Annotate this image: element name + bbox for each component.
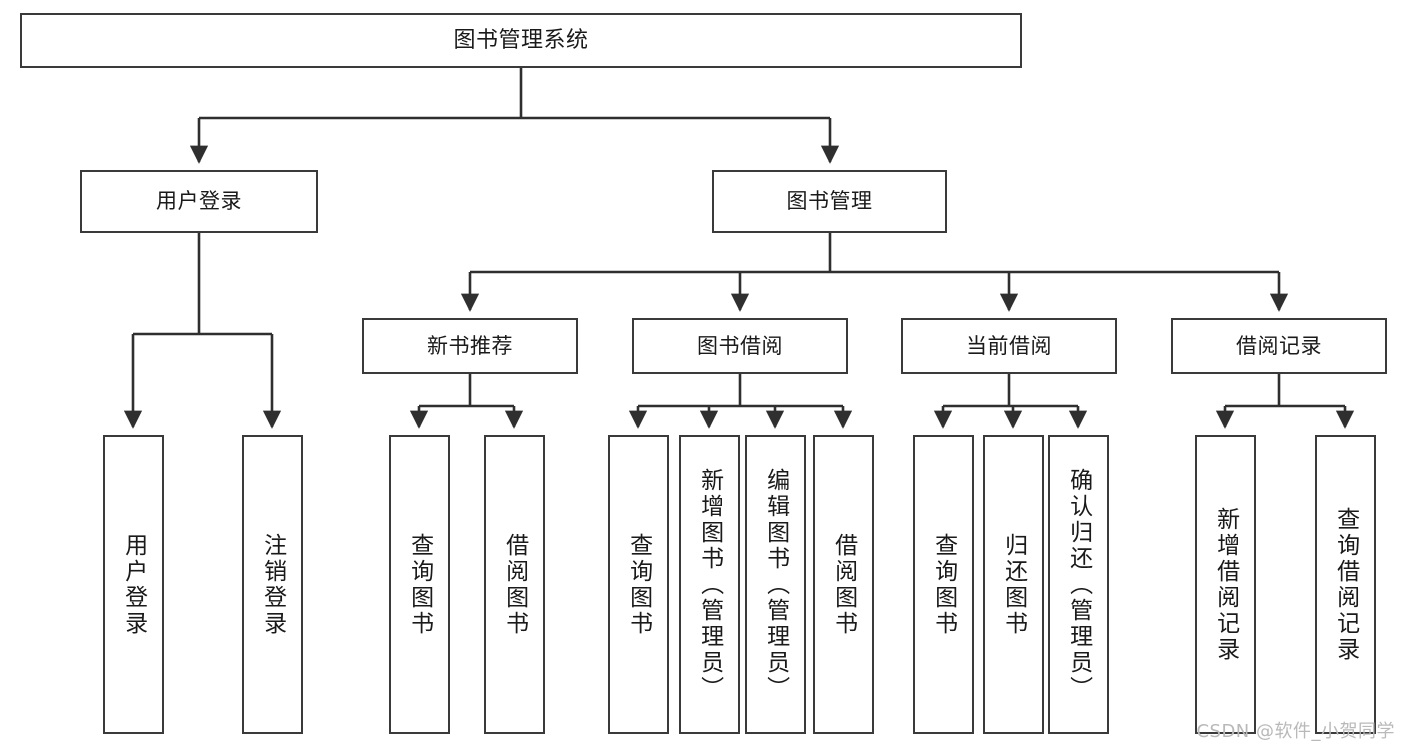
node-label: 用户登录 (120, 532, 147, 637)
leaf-new-book-query[interactable]: 查询图书 (389, 435, 450, 734)
leaf-new-book-borrow[interactable]: 借阅图书 (484, 435, 545, 734)
leaf-current-return-book[interactable]: 归还图书 (983, 435, 1044, 734)
node-label: 编辑图书（管理员） (762, 467, 789, 702)
node-current-borrow[interactable]: 当前借阅 (901, 318, 1117, 374)
node-borrow-record[interactable]: 借阅记录 (1171, 318, 1387, 374)
node-label: 确认归还（管理员） (1065, 467, 1092, 702)
node-label: 借阅记录 (1236, 333, 1322, 358)
node-root-system[interactable]: 图书管理系统 (20, 13, 1022, 68)
node-label: 新增借阅记录 (1212, 506, 1239, 663)
node-label: 新书推荐 (427, 333, 513, 358)
node-book-borrow[interactable]: 图书借阅 (632, 318, 848, 374)
leaf-borrow-borrow-book[interactable]: 借阅图书 (813, 435, 874, 734)
node-book-management[interactable]: 图书管理 (712, 170, 947, 233)
node-label: 注销登录 (259, 532, 286, 637)
node-label: 借阅图书 (830, 532, 857, 637)
leaf-borrow-add-book[interactable]: 新增图书（管理员） (679, 435, 740, 734)
leaf-user-login[interactable]: 用户登录 (103, 435, 164, 734)
node-label: 用户登录 (156, 189, 242, 214)
watermark-text: CSDN @软件_小贺同学 (1196, 721, 1395, 742)
leaf-current-confirm-return[interactable]: 确认归还（管理员） (1048, 435, 1109, 734)
node-label: 查询图书 (625, 532, 652, 637)
node-label: 图书管理系统 (453, 27, 589, 53)
node-new-book-recommend[interactable]: 新书推荐 (362, 318, 578, 374)
leaf-record-add[interactable]: 新增借阅记录 (1195, 435, 1256, 734)
node-label: 查询借阅记录 (1332, 506, 1359, 663)
node-label: 查询图书 (930, 532, 957, 637)
node-user-login[interactable]: 用户登录 (80, 170, 318, 233)
node-label: 借阅图书 (501, 532, 528, 637)
node-label: 当前借阅 (966, 333, 1052, 358)
node-label: 图书借阅 (697, 333, 783, 358)
leaf-record-query[interactable]: 查询借阅记录 (1315, 435, 1376, 734)
node-label: 新增图书（管理员） (696, 467, 723, 702)
leaf-borrow-edit-book[interactable]: 编辑图书（管理员） (745, 435, 806, 734)
node-label: 查询图书 (406, 532, 433, 637)
leaf-current-query-book[interactable]: 查询图书 (913, 435, 974, 734)
leaf-logout[interactable]: 注销登录 (242, 435, 303, 734)
node-label: 图书管理 (786, 189, 873, 214)
node-label: 归还图书 (1000, 532, 1027, 637)
leaf-borrow-query-book[interactable]: 查询图书 (608, 435, 669, 734)
